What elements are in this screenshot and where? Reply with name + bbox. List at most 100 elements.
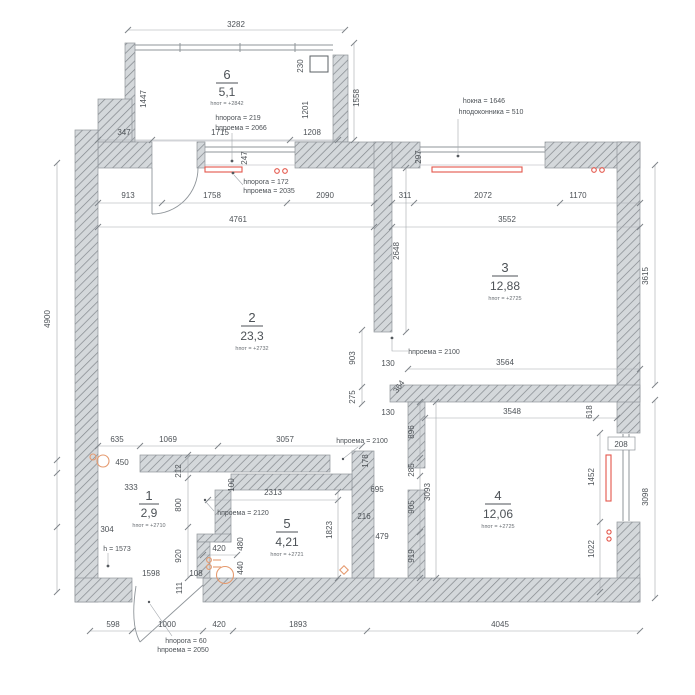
dim-3057: 3057	[276, 435, 294, 444]
dim-1170: 1170	[569, 191, 587, 200]
room-height: hпот = +2710	[132, 523, 165, 529]
doors	[133, 167, 204, 643]
socket-icon	[591, 167, 597, 173]
room5-door-height: hпроема = 2120	[217, 510, 269, 517]
dim-285: 285	[407, 463, 416, 477]
dim-3093: 3093	[423, 483, 432, 501]
dim-304: 304	[100, 525, 114, 534]
dim-1598: 1598	[142, 569, 160, 578]
dim-111: 111	[175, 581, 184, 594]
dim-3615: 3615	[641, 267, 650, 285]
room-area: 2,9	[141, 506, 158, 520]
dim-275: 275	[348, 390, 357, 404]
dim-3282: 3282	[227, 20, 245, 29]
room-1-label: 1 2,9 hпот = +2710	[132, 488, 165, 529]
dim-230: 230	[296, 59, 305, 73]
dim-919: 919	[407, 549, 416, 563]
dim-1893: 1893	[289, 620, 307, 629]
dim-1823: 1823	[325, 521, 334, 539]
radiators	[204, 166, 612, 542]
dim-311: 311	[399, 191, 412, 200]
dim-1452: 1452	[587, 468, 596, 486]
room-4-label: 4 12,06 hпот = +2725	[481, 488, 514, 530]
room-number: 3	[501, 260, 508, 275]
room-labels: 6 5,1 hпот = +2842 2 23,3 hпот = +2732 3…	[132, 67, 521, 558]
dim-480: 480	[236, 537, 245, 551]
dim-420b: 420	[212, 620, 226, 629]
dim-1447: 1447	[139, 90, 148, 108]
dim-4900: 4900	[43, 310, 52, 328]
plumbing-fixtures	[89, 453, 350, 585]
room-6-label: 6 5,1 hпот = +2842	[210, 67, 243, 107]
room-area: 23,3	[240, 329, 264, 343]
room-height: hпот = +2725	[488, 296, 521, 302]
shaft-box	[309, 55, 329, 73]
socket-icon	[599, 167, 605, 173]
dim-1000: 1000	[158, 620, 176, 629]
dim-1715: 1715	[211, 128, 229, 137]
room-area: 4,21	[275, 535, 299, 549]
dim-2313: 2313	[264, 488, 282, 497]
dim-635: 635	[110, 435, 124, 444]
room2-door-opening: hпроема = 2035	[243, 188, 295, 195]
toilet-icon	[215, 565, 235, 585]
dim-108: 108	[189, 569, 203, 578]
walls	[74, 42, 641, 603]
dim-347: 347	[117, 128, 131, 137]
room2-opening-height: hпроема = 2100	[336, 438, 388, 445]
opening-annotations: hпорога = 219 hпроема = 2066 hпорога = 1…	[103, 98, 523, 654]
radiator-room4	[605, 454, 612, 502]
room-number: 5	[283, 516, 290, 531]
room-5-label: 5 4,21 hпот = +2721	[270, 516, 303, 558]
dim-896: 896	[407, 425, 416, 439]
room-2-label: 2 23,3 hпот = +2732	[235, 310, 268, 352]
dim-1558: 1558	[352, 89, 361, 107]
room-area: 5,1	[219, 85, 236, 99]
entry-threshold: hпорога = 60	[165, 638, 207, 645]
dim-216: 216	[357, 512, 371, 521]
dim-2072: 2072	[474, 191, 492, 200]
dim-618: 618	[585, 405, 594, 419]
room-3-label: 3 12,88 hпот = +2725	[488, 260, 521, 302]
balcony-door-threshold: hпорога = 219	[215, 115, 260, 122]
entry-opening: hпроема = 2050	[157, 647, 209, 654]
room-height: hпот = +2842	[210, 101, 243, 107]
dim-1022: 1022	[587, 540, 596, 558]
radiator-room2	[204, 166, 243, 173]
dim-333: 333	[124, 483, 138, 492]
dim-3564: 3564	[496, 358, 514, 367]
radiator-room3	[431, 166, 523, 173]
dim-208: 208	[614, 440, 628, 449]
dim-2090: 2090	[316, 191, 334, 200]
dim-4045: 4045	[491, 620, 509, 629]
dim-913: 913	[121, 191, 135, 200]
dim-1758: 1758	[203, 191, 221, 200]
dim-130a: 130	[381, 359, 395, 368]
room-number: 2	[248, 310, 255, 325]
dim-440: 440	[236, 561, 245, 575]
dim-297: 297	[414, 150, 423, 164]
dim-247: 247	[240, 151, 249, 165]
dim-420: 420	[212, 544, 226, 553]
room-height: hпот = +2732	[235, 346, 268, 352]
valve-icon	[338, 564, 350, 576]
windowsill-height: hподоконника = 510	[459, 109, 524, 116]
dim-598: 598	[106, 620, 120, 629]
socket-icon	[282, 168, 288, 174]
room-area: 12,06	[483, 507, 513, 521]
leader-lines	[106, 119, 460, 637]
dim-3552: 3552	[498, 215, 516, 224]
dim-212: 212	[174, 464, 183, 478]
dim-130b: 130	[381, 408, 395, 417]
window-height: hокна = 1646	[463, 98, 505, 105]
room-height: hпот = +2725	[481, 524, 514, 530]
dim-2648: 2648	[392, 242, 401, 260]
balcony-door-opening: hпроема = 2066	[215, 125, 267, 132]
niche-height: h = 1573	[103, 546, 131, 553]
room-height: hпот = +2721	[270, 552, 303, 558]
socket-icon	[606, 536, 612, 542]
dim-178: 178	[361, 454, 370, 468]
room-number: 4	[494, 488, 501, 503]
